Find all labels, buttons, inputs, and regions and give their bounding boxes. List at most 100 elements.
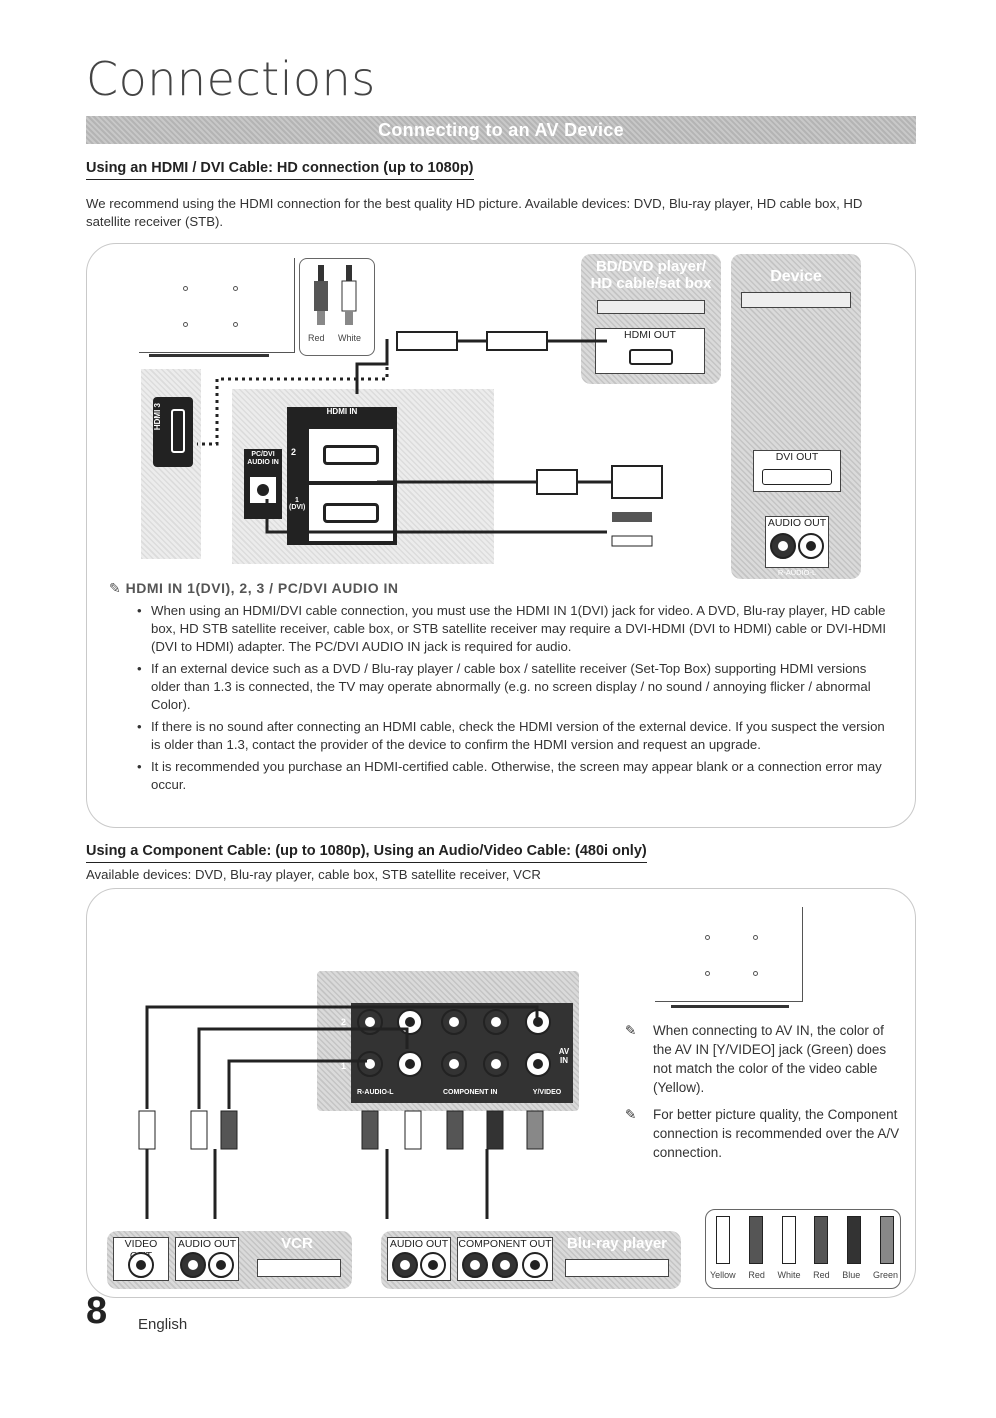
bd-dvd-device-box: BD/DVD player/ HD cable/sat box HDMI OUT bbox=[581, 254, 721, 384]
section1-description: We recommend using the HDMI connection f… bbox=[86, 196, 863, 229]
component-quality-note-text: For better picture quality, the Componen… bbox=[653, 1107, 900, 1160]
section-banner: Connecting to an AV Device bbox=[86, 116, 916, 144]
pencil-icon: ✎ bbox=[625, 1107, 637, 1122]
pencil-icon: ✎ bbox=[109, 580, 126, 596]
vcr-device-box: VIDEO OUT AUDIO OUT VCR bbox=[107, 1231, 352, 1289]
hdmi-in-label: HDMI IN bbox=[326, 407, 358, 416]
vcr-audio-jack-r bbox=[180, 1252, 206, 1278]
component-quality-note: ✎ For better picture quality, the Compon… bbox=[625, 1105, 903, 1162]
hdmi-bullet-2: If an external device such as a DVD / Bl… bbox=[137, 660, 892, 714]
hdmi-note-heading: ✎ HDMI IN 1(DVI), 2, 3 / PC/DVI AUDIO IN bbox=[109, 580, 398, 597]
bluray-audio-jack-l bbox=[420, 1252, 446, 1278]
tv-rear-panel: HDMI IN 2 1 (DVI) PC/DVI AUDIO IN bbox=[232, 389, 494, 564]
row2-jack-r bbox=[397, 1009, 423, 1035]
cable-white-label: White bbox=[338, 333, 362, 343]
hdmi-bullet-1: When using an HDMI/DVI cable connection,… bbox=[137, 602, 892, 656]
hdmi1-connector-icon bbox=[323, 503, 379, 523]
r-audio-l-label: R-AUDIO-L bbox=[777, 568, 817, 577]
bluray-audio-out-label: AUDIO OUT bbox=[389, 1238, 449, 1250]
bluray-label: Blu-ray player bbox=[566, 1235, 668, 1252]
pc-dvi-audio-block: PC/DVI AUDIO IN bbox=[244, 449, 282, 519]
video-out-jack bbox=[128, 1252, 154, 1278]
cable-color-legend: Yellow Red White Red Blue Green bbox=[705, 1209, 901, 1289]
hdmi-connector-icon bbox=[629, 349, 673, 365]
section1-title: Using an HDMI / DVI Cable: HD connection… bbox=[86, 160, 474, 180]
hdmi-out-port: HDMI OUT bbox=[595, 328, 705, 374]
legend-red-2: Red bbox=[813, 1270, 830, 1280]
dvi-connector-icon bbox=[762, 469, 832, 485]
av-in-note: ✎ When connecting to AV IN, the color of… bbox=[625, 1021, 903, 1097]
tv-side-panel: HDMI 3 bbox=[141, 369, 201, 559]
vcr-icon bbox=[257, 1259, 341, 1277]
pencil-icon: ✎ bbox=[625, 1023, 637, 1038]
hdmi-bullet-list: When using an HDMI/DVI cable connection,… bbox=[137, 602, 892, 798]
tv2-stand bbox=[671, 1005, 789, 1008]
y-video-jack-1 bbox=[525, 1051, 551, 1077]
component-diagram-panel: 2 1 R-AUDIO-L COMPONENT IN AV IN Y/VIDEO bbox=[86, 888, 916, 1298]
row1-label: 1 bbox=[341, 1061, 347, 1071]
component-jack-y bbox=[522, 1252, 548, 1278]
dvi-out-port: DVI OUT bbox=[753, 450, 841, 492]
vcr-audio-out-port: AUDIO OUT bbox=[175, 1237, 239, 1281]
jack-grid: 2 1 R-AUDIO-L COMPONENT IN bbox=[341, 1003, 521, 1103]
hdmi3-connector-icon bbox=[171, 409, 185, 453]
dvi-out-label: DVI OUT bbox=[775, 451, 819, 463]
hdmi-in-block: HDMI IN 2 1 (DVI) bbox=[287, 407, 397, 545]
page-language: English bbox=[138, 1316, 188, 1333]
hdmi-port1-label: 1 (DVI) bbox=[289, 497, 306, 511]
component-out-port: COMPONENT OUT bbox=[457, 1237, 553, 1281]
component-cable-lines bbox=[138, 1005, 544, 1219]
bluray-audio-jack-r bbox=[392, 1252, 418, 1278]
hdmi2-connector-icon bbox=[323, 445, 379, 465]
device-icon bbox=[741, 292, 851, 308]
legend-white: White bbox=[777, 1270, 801, 1280]
bluray-audio-out-port: AUDIO OUT bbox=[387, 1237, 451, 1281]
component-jack-pb bbox=[492, 1252, 518, 1278]
legend-green: Green bbox=[872, 1270, 898, 1280]
tv2-illustration bbox=[655, 907, 803, 1002]
audio-out-label: AUDIO OUT bbox=[767, 517, 827, 529]
device-label: Device bbox=[770, 268, 822, 285]
section2-description: Available devices: DVD, Blu-ray player, … bbox=[86, 867, 541, 882]
av-in-label: AV IN bbox=[558, 1047, 570, 1065]
bluray-device-box: AUDIO OUT COMPONENT OUT Blu-ray player bbox=[381, 1231, 681, 1289]
row2-jack-pb bbox=[483, 1009, 509, 1035]
row2-jack-pr bbox=[441, 1009, 467, 1035]
hdmi-bullet-3: If there is no sound after connecting an… bbox=[137, 718, 892, 754]
banner-text: Connecting to an AV Device bbox=[378, 119, 624, 140]
vcr-audio-out-label: AUDIO OUT bbox=[177, 1238, 237, 1250]
row1-jack-pr bbox=[441, 1051, 467, 1077]
row2-label: 2 bbox=[341, 1017, 347, 1027]
cable-red-label: Red bbox=[308, 333, 325, 343]
bd-player-icon bbox=[597, 300, 705, 314]
vcr-audio-jack-l bbox=[208, 1252, 234, 1278]
audio-l-label: R-AUDIO-L bbox=[357, 1089, 394, 1096]
component-rear-panel: 2 1 R-AUDIO-L COMPONENT IN AV IN Y/VIDEO bbox=[317, 971, 579, 1111]
page-title: Connections bbox=[86, 52, 376, 106]
section2-title: Using a Component Cable: (up to 1080p), … bbox=[86, 843, 647, 863]
hdmi3-port: HDMI 3 bbox=[153, 397, 193, 467]
audio-out-jack-l bbox=[798, 533, 824, 559]
cable-legend-box: Red White bbox=[299, 258, 375, 356]
bd-dvd-label: BD/DVD player/ HD cable/sat box bbox=[590, 258, 712, 292]
component-out-label: COMPONENT OUT bbox=[458, 1238, 552, 1250]
row1-jack-pb bbox=[483, 1051, 509, 1077]
row2-jack-l bbox=[357, 1009, 383, 1035]
page-number: 8 bbox=[86, 1290, 108, 1332]
legend-blue: Blue bbox=[842, 1270, 861, 1280]
hdmi-diagram-panel: Red White BD/DVD player/ HD cable/sat bo… bbox=[86, 243, 916, 828]
component-in-label: COMPONENT IN bbox=[443, 1089, 498, 1096]
hdmi-bullet-4: It is recommended you purchase an HDMI-c… bbox=[137, 758, 892, 794]
bluray-icon bbox=[565, 1259, 669, 1277]
hdmi-cable-lines bbox=[197, 331, 663, 547]
tv-stand bbox=[149, 354, 269, 357]
hdmi-note-heading-text: HDMI IN 1(DVI), 2, 3 / PC/DVI AUDIO IN bbox=[125, 580, 399, 596]
av-in-block: AV IN Y/VIDEO bbox=[521, 1003, 573, 1103]
pc-dvi-audio-label: PC/DVI AUDIO IN bbox=[247, 451, 279, 466]
component-jack-pr bbox=[462, 1252, 488, 1278]
hdmi-port2-label: 2 bbox=[291, 447, 297, 457]
audio-out-jack-r bbox=[770, 533, 796, 559]
row1-jack-r bbox=[397, 1051, 423, 1077]
av-in-note-text: When connecting to AV IN, the color of t… bbox=[653, 1023, 887, 1095]
tv-illustration bbox=[139, 258, 295, 353]
